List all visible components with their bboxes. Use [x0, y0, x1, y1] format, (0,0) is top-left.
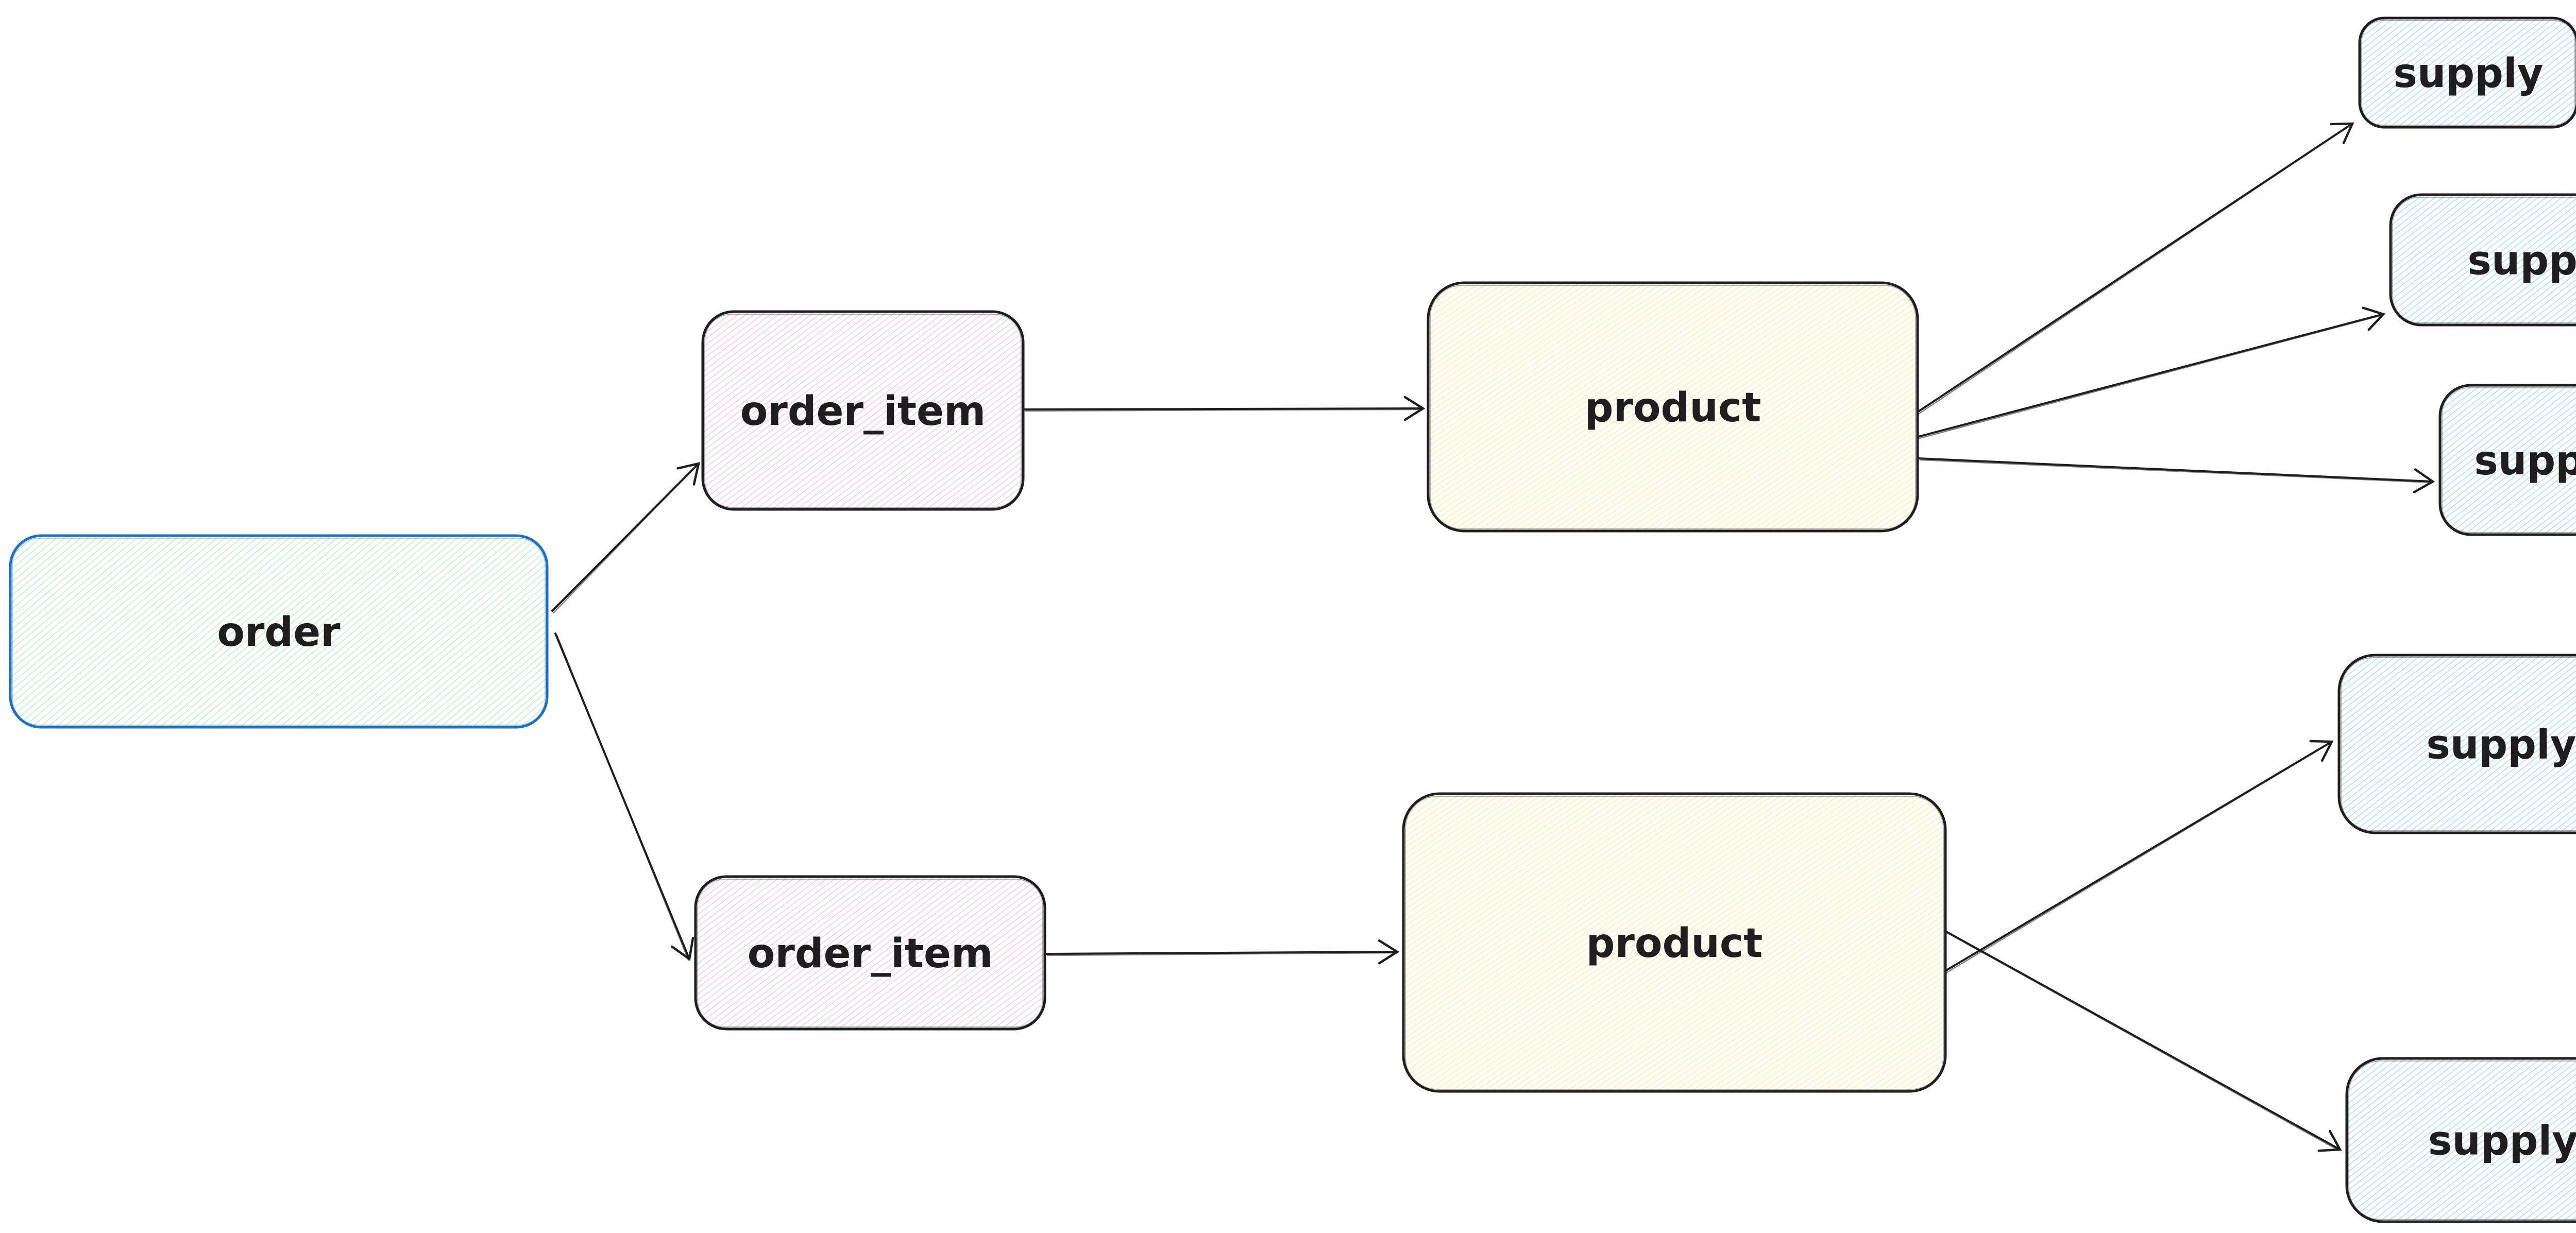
arrow-order_item_1-to-product_1[interactable] [1023, 396, 1426, 421]
arrow-sketch-stroke [1025, 408, 1423, 412]
arrow-main-stroke [1917, 306, 2386, 438]
supply_4-box [2337, 654, 2576, 834]
arrow-main-stroke [1023, 396, 1426, 421]
arrow-sketch-stroke [1046, 952, 1397, 956]
supply_3-box [2438, 384, 2576, 536]
supply_1-label: supply [2393, 50, 2543, 97]
order_item_1-box-sketch-stroke [704, 314, 1022, 508]
product_2-label: product [1586, 920, 1763, 967]
node-product_1[interactable]: product [1427, 281, 1919, 533]
arrow-sketch-stroke [1919, 459, 2433, 484]
supply_1-box-sketch-stroke [2361, 20, 2575, 126]
supply_5-box-sketch-stroke [2348, 1060, 2576, 1220]
product_1-box [1427, 281, 1919, 533]
arrow-product_1-to-supply_1[interactable] [1917, 122, 2354, 415]
node-order[interactable]: order [9, 534, 549, 729]
order_item_1-box [701, 310, 1025, 511]
arrow-product_2-to-supply_5[interactable] [1944, 930, 2342, 1152]
order_item_2-box-sketch-stroke [697, 879, 1043, 1028]
supply_3-label: supply [2474, 438, 2576, 484]
node-supply_2[interactable]: supply [2389, 193, 2576, 327]
arrow-product_1-to-supply_3[interactable] [1918, 457, 2435, 493]
supply_2-box-sketch-stroke [2392, 197, 2576, 323]
node-order_item_1[interactable]: order_item [701, 310, 1025, 511]
product_1-box-sketch-stroke [1430, 285, 1916, 529]
product_2-box [1402, 792, 1947, 1093]
nodes-layer: orderorder_itemorder_itemproductproducts… [9, 16, 2576, 1223]
arrow-main-stroke [1917, 122, 2354, 413]
arrow-main-stroke [1918, 457, 2435, 493]
supply_4-label: supply [2426, 722, 2576, 768]
order_item_1-label: order_item [740, 388, 986, 435]
arrow-order_item_2-to-product_2[interactable] [1045, 939, 1400, 965]
arrow-main-stroke [1045, 939, 1400, 965]
node-product_2[interactable]: product [1402, 792, 1947, 1093]
arrow-main-stroke [551, 461, 700, 612]
arrow-main-stroke [554, 632, 694, 961]
node-supply_4[interactable]: supply [2337, 654, 2576, 834]
product_2-box-sketch-stroke [1405, 796, 1944, 1090]
supply_2-box [2389, 193, 2576, 327]
order-label: order [217, 609, 341, 656]
supply_5-box [2345, 1057, 2576, 1223]
edges-layer [551, 122, 2435, 1152]
arrow-main-stroke [1944, 930, 2342, 1152]
arrow-product_2-to-supply_4[interactable] [1944, 740, 2334, 973]
order-box [9, 534, 549, 729]
arrow-product_1-to-supply_2[interactable] [1917, 306, 2386, 439]
order-box-sketch-stroke [12, 538, 546, 726]
arrow-order-to-order_item_2[interactable] [554, 632, 694, 961]
node-supply_1[interactable]: supply [2358, 16, 2576, 129]
node-order_item_2[interactable]: order_item [694, 875, 1046, 1031]
arrow-main-stroke [1944, 740, 2334, 972]
supply_4-box-sketch-stroke [2341, 657, 2576, 831]
product_1-label: product [1585, 385, 1761, 431]
supply_3-box-sketch-stroke [2442, 387, 2576, 533]
arrow-order-to-order_item_1[interactable] [551, 461, 700, 613]
order_item_2-label: order_item [748, 931, 993, 977]
supply_1-box [2358, 16, 2576, 129]
node-supply_5[interactable]: supply [2345, 1057, 2576, 1223]
order_item_2-box [694, 875, 1046, 1031]
supply_2-label: supply [2467, 238, 2576, 284]
node-supply_3[interactable]: supply [2438, 384, 2576, 536]
supply_5-label: supply [2428, 1118, 2576, 1164]
